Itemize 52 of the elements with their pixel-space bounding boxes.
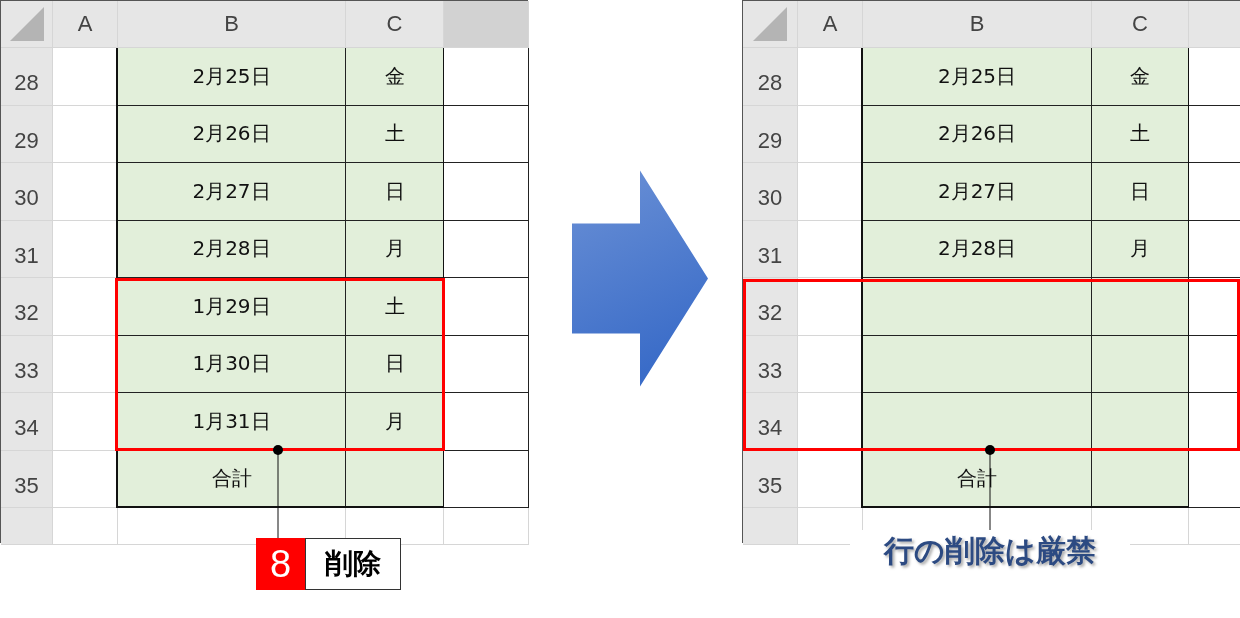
spreadsheet-cell: 合計: [863, 450, 1092, 508]
highlight-frame: [115, 278, 445, 451]
spreadsheet-cell: 土: [346, 278, 444, 336]
spreadsheet-cell: 1月31日: [118, 393, 346, 451]
row-number: 29: [743, 105, 798, 163]
spreadsheet-cell: 合計: [118, 450, 346, 508]
row-number: 30: [1, 163, 53, 221]
spreadsheet-cell: 2月25日: [863, 48, 1092, 106]
callout-label: 削除: [305, 538, 401, 590]
spreadsheet-cell: 日: [1092, 163, 1189, 221]
spreadsheet-cell: 日: [346, 163, 444, 221]
column-header: A: [798, 1, 863, 48]
spreadsheet-cell: 日: [346, 335, 444, 393]
column-header: B: [863, 1, 1092, 48]
spreadsheet-cell: 月: [346, 393, 444, 451]
spreadsheet-cell: 2月28日: [118, 220, 346, 278]
row-number: 32: [743, 278, 798, 336]
spreadsheet-cell: 1月29日: [118, 278, 346, 336]
spreadsheet-cell: 2月26日: [863, 105, 1092, 163]
row-number: 34: [1, 393, 53, 451]
spreadsheet-cell: 土: [346, 105, 444, 163]
column-header: A: [53, 1, 118, 48]
row-number: 30: [743, 163, 798, 221]
block-arrow: [572, 170, 708, 387]
spreadsheet-cell: 土: [1092, 105, 1189, 163]
spreadsheet-cell: 2月27日: [863, 163, 1092, 221]
row-number: 29: [1, 105, 53, 163]
spreadsheet-cell: 金: [346, 48, 444, 106]
callout-number: 8: [256, 538, 305, 590]
spreadsheet-cell: 2月26日: [118, 105, 346, 163]
column-header: B: [118, 1, 346, 48]
column-header: C: [1092, 1, 1189, 48]
spreadsheet-cell: 月: [346, 220, 444, 278]
row-number: 28: [743, 48, 798, 106]
row-number: 31: [743, 220, 798, 278]
row-number: 32: [1, 278, 53, 336]
leader-line: [273, 445, 283, 539]
row-number: 35: [1, 450, 53, 508]
spreadsheet-cell: 金: [1092, 48, 1189, 106]
highlight-frame: [743, 279, 1240, 451]
spreadsheet-cell: 1月30日: [118, 335, 346, 393]
spreadsheet-drawing: [0, 0, 528, 543]
leader-line: [985, 445, 995, 531]
column-header: C: [346, 1, 444, 48]
spreadsheet-cell: 2月28日: [863, 220, 1092, 278]
spreadsheet-cell: 2月25日: [118, 48, 346, 106]
row-number: 31: [1, 220, 53, 278]
spreadsheet-cell: 月: [1092, 220, 1189, 278]
row-number: 28: [1, 48, 53, 106]
spreadsheet-cell: 2月27日: [118, 163, 346, 221]
row-number: 33: [1, 335, 53, 393]
row-number: 35: [743, 450, 798, 508]
